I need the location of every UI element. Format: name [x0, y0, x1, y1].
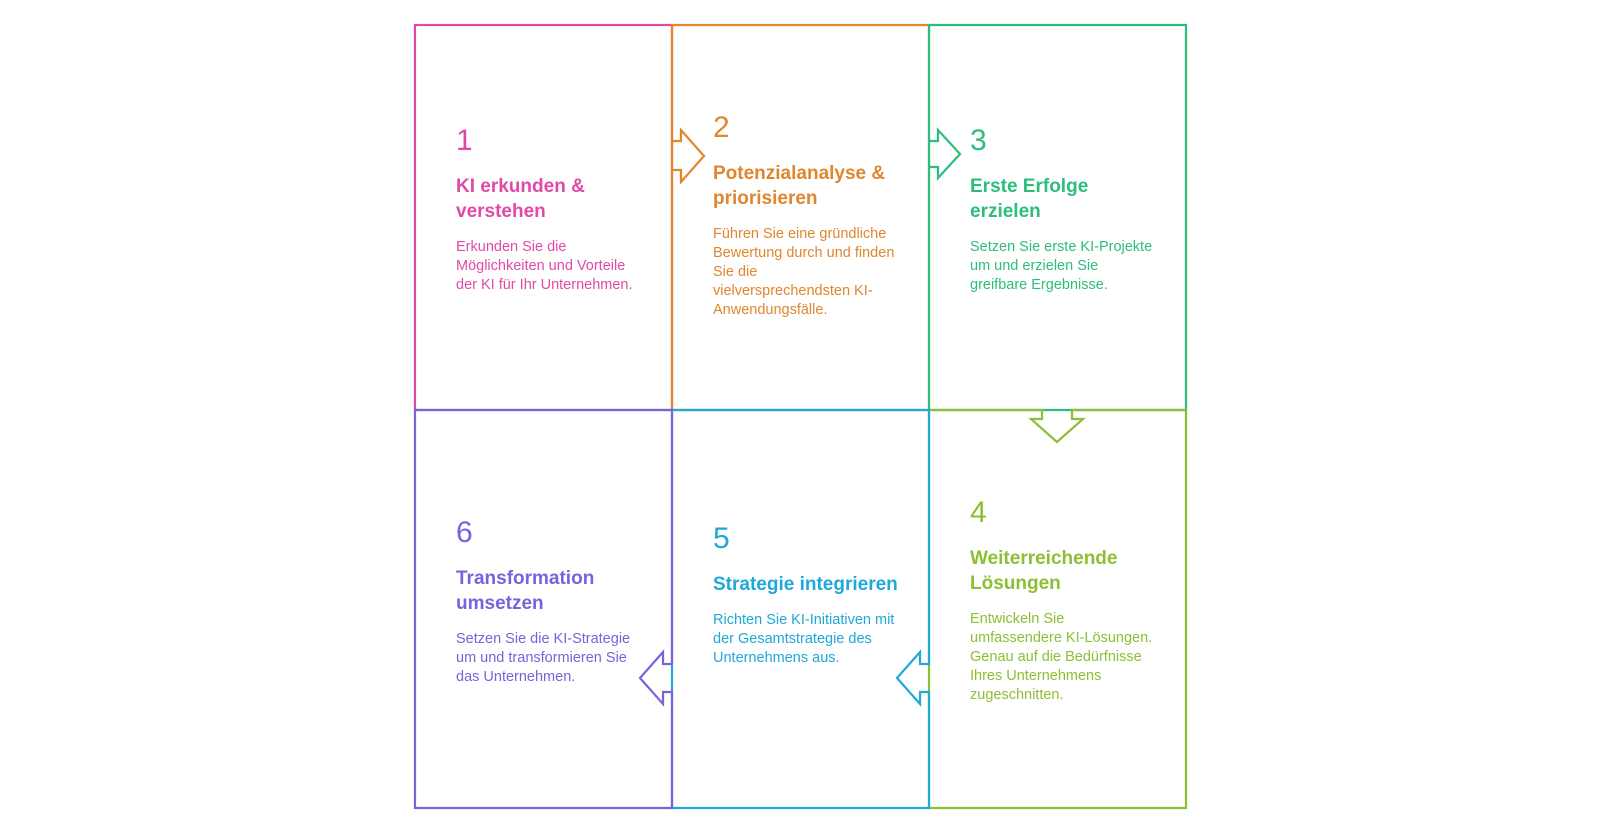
step-2-number: 2	[713, 111, 730, 144]
step-1-title: KI erkunden & verstehen	[456, 176, 585, 222]
step-6-description: Setzen Sie die KI-Strategie um und trans…	[456, 631, 631, 685]
step-3: 3 Erste Erfolge erzielen Setzen Sie erst…	[970, 126, 1155, 295]
step-5-title: Strategie integrieren	[713, 574, 898, 595]
step-6-title: Transformation umsetzen	[456, 568, 595, 614]
step-1: 1 KI erkunden & verstehen Erkunden Sie d…	[456, 126, 641, 295]
step-5-number: 5	[713, 522, 730, 555]
step-4-title: Weiterreichende Lösungen	[970, 548, 1118, 594]
step-2-title: Potenzialanalyse & priorisieren	[713, 163, 886, 209]
step-3-number: 3	[970, 124, 987, 157]
step-5-description: Richten Sie KI-Initiativen mit der Gesam…	[713, 612, 895, 666]
cell-5-border	[670, 408, 931, 810]
step-5: 5 Strategie integrieren Richten Sie KI-I…	[713, 524, 898, 668]
step-2-description: Führen Sie eine gründliche Bewertung dur…	[713, 226, 895, 318]
step-2: 2 Potenzialanalyse & priorisieren Führen…	[713, 113, 898, 320]
step-1-description: Erkunden Sie die Möglichkeiten und Vorte…	[456, 239, 633, 293]
cell-4-border	[927, 408, 1188, 810]
step-1-number: 1	[456, 124, 473, 157]
step-4-description: Entwickeln Sie umfassendere KI-Lösungen.…	[970, 611, 1153, 703]
step-3-description: Setzen Sie erste KI-Projekte um und erzi…	[970, 239, 1153, 293]
step-4-number: 4	[970, 496, 987, 529]
step-6-number: 6	[456, 516, 473, 549]
cell-6-border	[413, 408, 674, 810]
step-3-title: Erste Erfolge erzielen	[970, 176, 1089, 222]
step-6: 6 Transformation umsetzen Setzen Sie die…	[456, 518, 641, 687]
step-4: 4 Weiterreichende Lösungen Entwickeln Si…	[970, 498, 1155, 705]
